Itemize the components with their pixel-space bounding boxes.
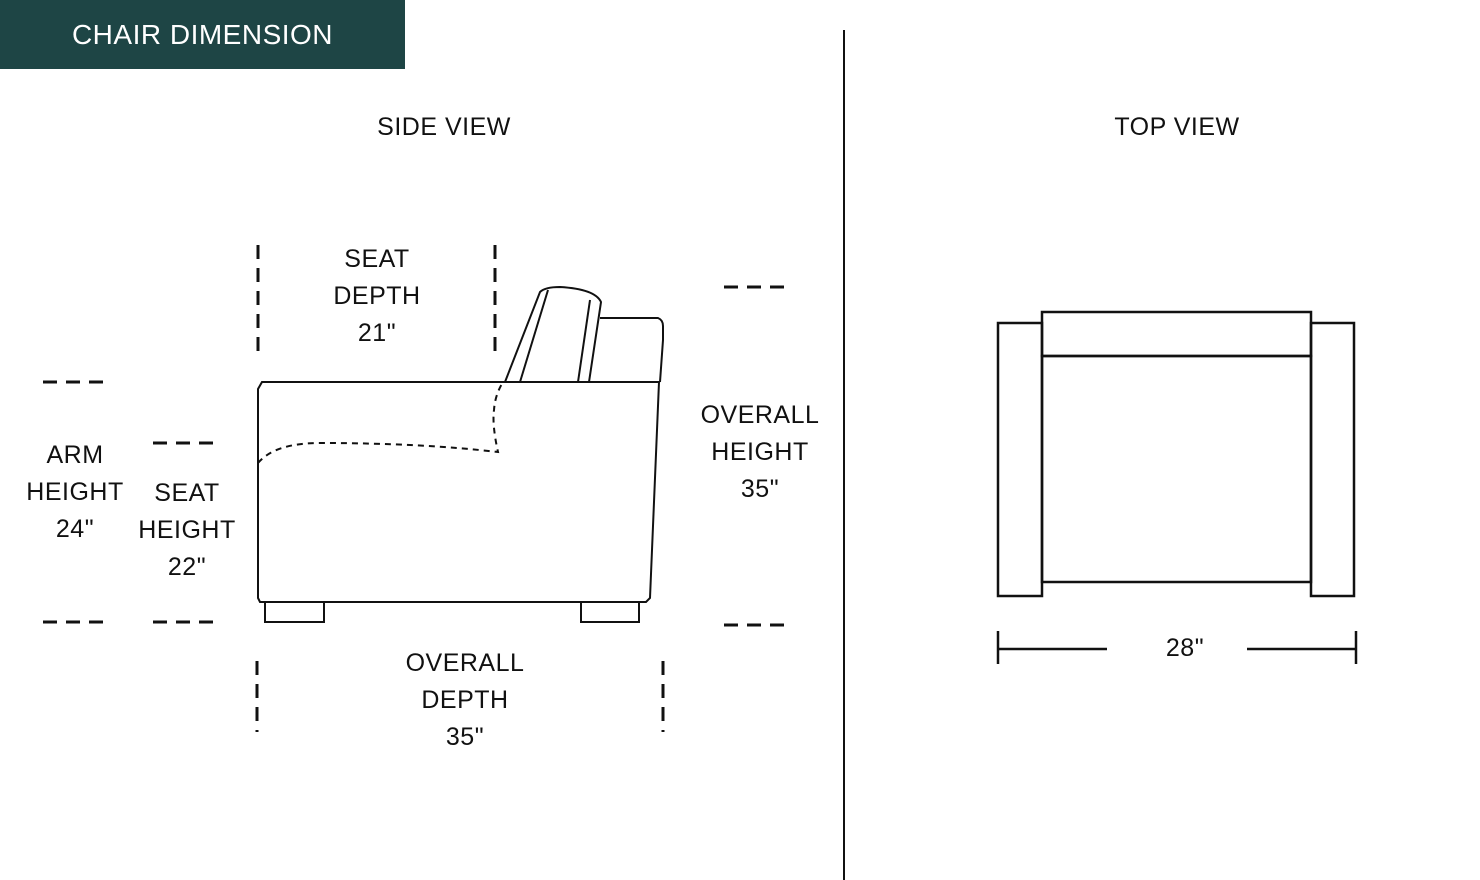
arm-height-line2: HEIGHT [26, 478, 124, 506]
title-banner: CHAIR DIMENSION [0, 0, 405, 69]
seat-cushion-dashed [257, 381, 504, 464]
overall-depth-line2: DEPTH [421, 686, 509, 714]
chair-body-outline [257, 381, 661, 603]
back-cushion-outline [600, 317, 664, 383]
right-arm-top [1309, 321, 1356, 598]
seat-depth-line1: SEAT [344, 245, 410, 273]
seat-height-line1: SEAT [154, 479, 220, 507]
side-view-title: SIDE VIEW [377, 113, 511, 141]
seat-top [1040, 354, 1313, 584]
seat-height-label: SEAT HEIGHT 22" [127, 475, 247, 586]
arm-height-line1: ARM [46, 441, 104, 469]
rear-leg [580, 601, 640, 623]
seat-depth-line2: DEPTH [333, 282, 421, 310]
width-label: 28" [1125, 630, 1245, 667]
back-top [1040, 310, 1313, 358]
overall-height-line1: OVERALL [700, 401, 820, 429]
left-arm-top [996, 321, 1044, 598]
chair-backrest-outline [504, 285, 603, 383]
overall-depth-value: 35" [445, 723, 485, 751]
overall-height-line2: HEIGHT [711, 438, 809, 466]
overall-height-value: 35" [740, 475, 780, 503]
arm-height-value: 24" [55, 515, 95, 543]
backrest-cushion-line [577, 299, 591, 383]
overall-depth-label: OVERALL DEPTH 35" [395, 645, 535, 756]
overall-height-label: OVERALL HEIGHT 35" [690, 397, 830, 508]
overall-depth-line1: OVERALL [405, 649, 525, 677]
seat-depth-value: 21" [357, 319, 397, 347]
top-view-title: TOP VIEW [1114, 113, 1240, 141]
arm-height-label: ARM HEIGHT 24" [15, 437, 135, 548]
seat-height-value: 22" [167, 553, 207, 581]
front-leg [264, 601, 325, 623]
width-value: 28" [1165, 634, 1205, 662]
seat-height-line2: HEIGHT [138, 516, 236, 544]
page-title: CHAIR DIMENSION [71, 18, 334, 50]
view-divider [843, 30, 845, 880]
seat-depth-label: SEAT DEPTH 21" [317, 241, 437, 352]
backrest-inner-line [519, 289, 549, 383]
